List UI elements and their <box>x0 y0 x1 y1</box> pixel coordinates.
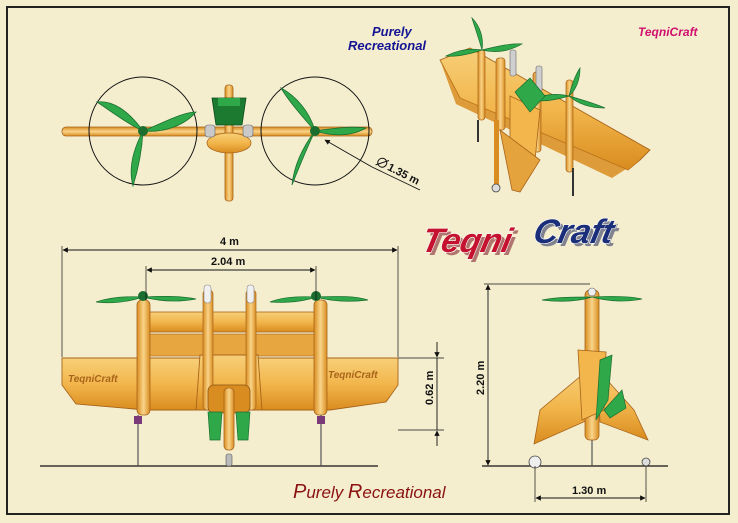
right-rotor-disc <box>260 76 370 186</box>
left-rotor-blades <box>95 101 197 188</box>
teqnicraft-logo: Teqni Teqni Craft Craft <box>418 213 623 263</box>
svg-text:Teqni: Teqni <box>422 225 521 263</box>
side-view: 2.20 m 1.30 m <box>475 283 668 502</box>
side-rotor <box>541 287 643 302</box>
isometric-view <box>439 16 651 196</box>
wing-height-dimension: 0.62 m <box>424 371 436 405</box>
top-view-cockpit <box>206 132 252 154</box>
sheet-frame <box>6 6 730 515</box>
header-subtitle-line2: Recreational <box>348 38 426 53</box>
wing-logo-left: TeqniCraft <box>68 374 118 385</box>
logo-teqni: Teqni <box>418 222 517 260</box>
front-right-rotor <box>269 291 369 303</box>
total-height-dimension: 2.20 m <box>475 361 487 395</box>
span-dimension: 4 m <box>220 236 239 248</box>
svg-text:1.35 m: 1.35 m <box>385 161 421 187</box>
iso-rotor-right <box>530 66 606 109</box>
front-right-nacelle <box>313 299 328 416</box>
wing-logo-right: TeqniCraft <box>328 370 378 381</box>
right-rotor-blades <box>279 86 368 186</box>
brand-corner: TeqniCraft <box>638 25 699 39</box>
top-view: 1.35 m <box>61 76 421 202</box>
front-upper-wing <box>147 311 317 333</box>
svg-text:Craft: Craft <box>534 216 623 254</box>
front-left-rotor <box>95 291 197 304</box>
footer-caption: Purely Recreational <box>293 481 447 503</box>
rotor-diameter-leader <box>324 139 373 168</box>
left-rotor-disc <box>88 76 198 186</box>
track-dimension: 1.30 m <box>572 485 606 497</box>
side-right-wheel <box>641 457 651 467</box>
iso-rotor-left <box>444 16 524 57</box>
rotor-spacing-dimension: 2.04 m <box>211 256 245 268</box>
front-left-nacelle <box>136 299 151 416</box>
front-view: TeqniCraft TeqniCraft 4 m 2.04 m 0.62 m <box>40 236 444 467</box>
logo-craft: Craft <box>530 213 619 251</box>
header-subtitle-line1: Purely <box>372 24 413 39</box>
